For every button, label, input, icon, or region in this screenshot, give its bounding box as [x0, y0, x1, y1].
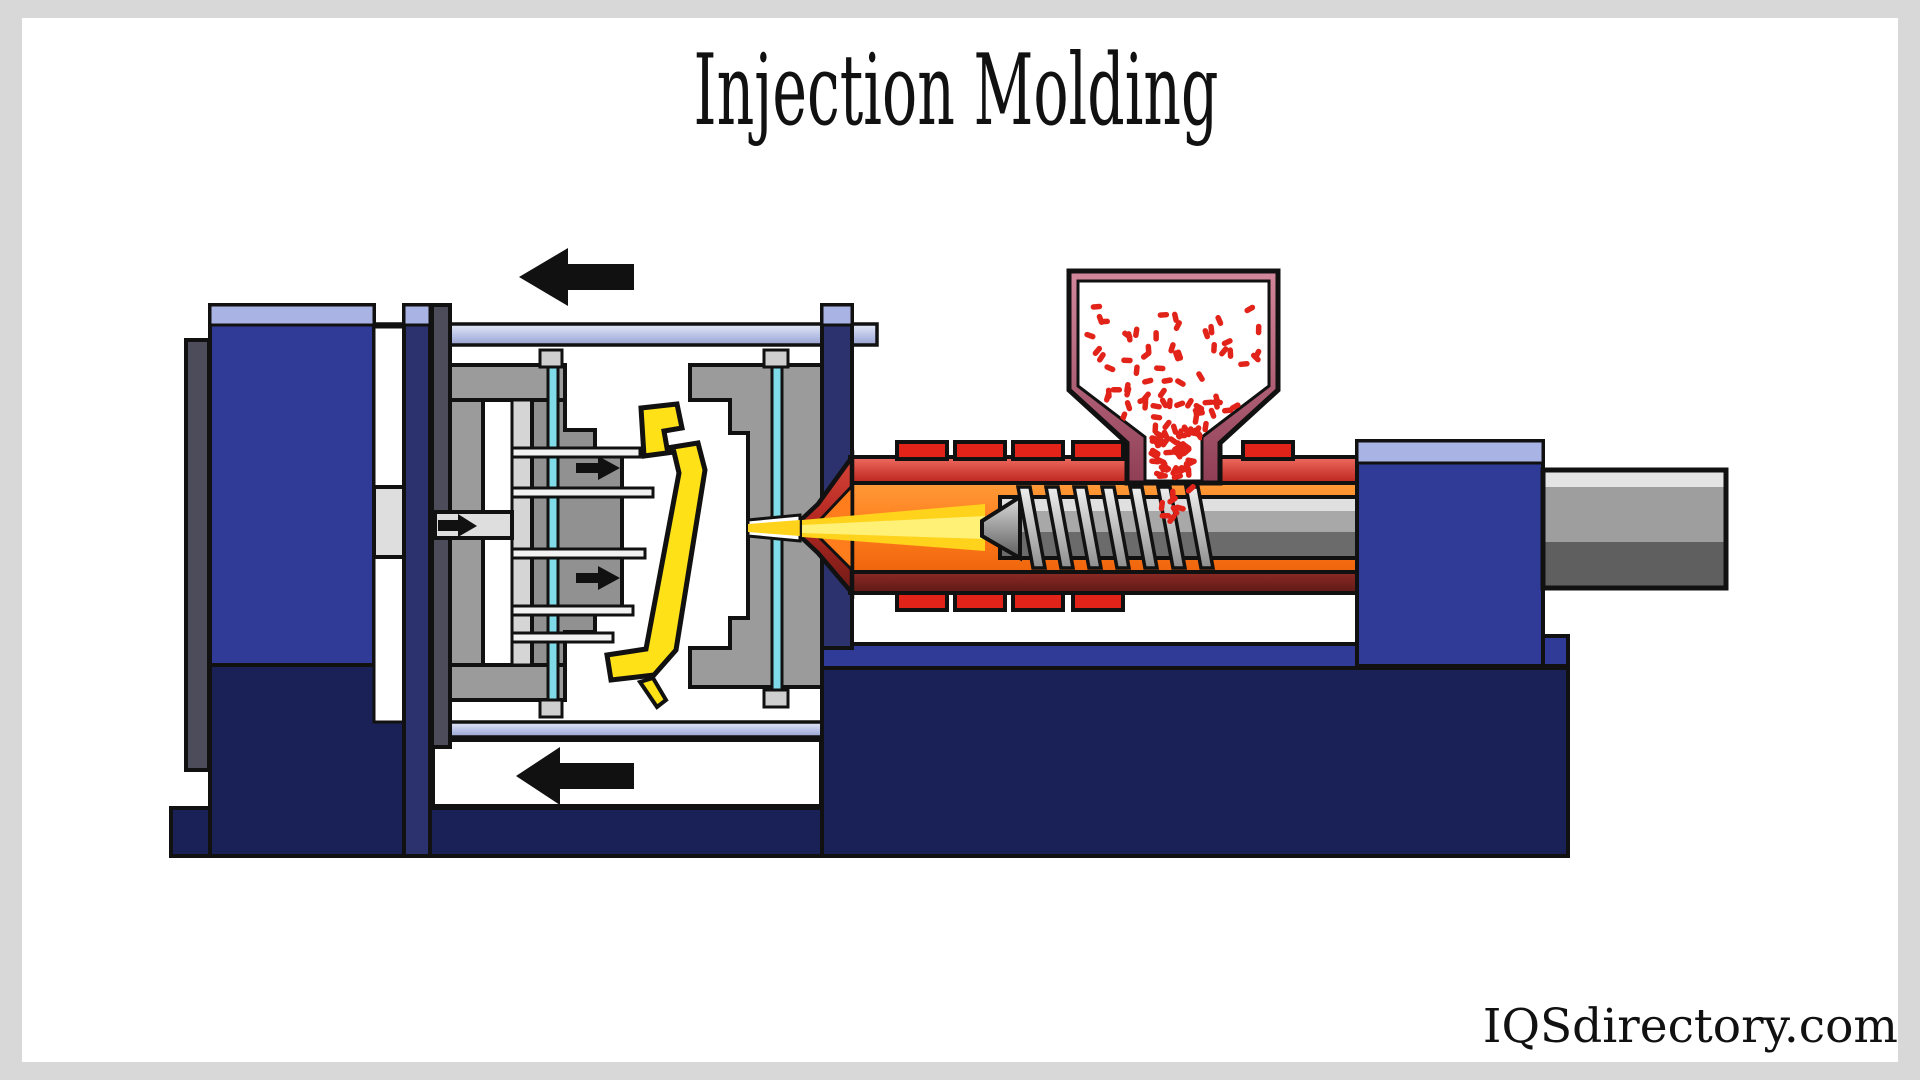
heater-bands — [895, 440, 1295, 612]
molded-part — [604, 401, 708, 710]
moving-platen — [402, 303, 432, 858]
drive-cylinder-mid — [1543, 487, 1726, 542]
molded-part-body — [604, 401, 708, 683]
watermark: IQSdirectory.com — [1483, 999, 1898, 1054]
ejector-plate — [510, 398, 534, 667]
screw-flight — [1099, 485, 1132, 570]
screw-flights — [1015, 485, 1216, 570]
mold-top-arm — [448, 363, 567, 402]
clamp-cylinder-block — [208, 303, 376, 667]
rear-support-bar — [184, 338, 211, 772]
ejection-arrows — [438, 456, 620, 590]
melt-stream-core — [802, 516, 985, 539]
drive-cylinder-dark — [1543, 542, 1726, 588]
fixed-mold-half — [688, 348, 824, 709]
core-arrow-bottom-icon — [576, 573, 598, 583]
clamp-piston — [372, 485, 406, 559]
base-right-block — [820, 662, 1570, 858]
screw-flight — [1127, 485, 1160, 570]
bottom-arrow-icon — [516, 747, 634, 805]
screw-flight — [1043, 485, 1076, 570]
moving-platen-cap — [402, 303, 432, 327]
fixed-platen-cap — [820, 303, 854, 327]
screw-flight — [1071, 485, 1104, 570]
cooling-channel-moving — [546, 358, 560, 710]
injection-unit-drive — [1355, 439, 1729, 668]
injection-block-highlight — [1355, 439, 1545, 465]
screw-flight — [1155, 485, 1188, 570]
sprue-melt — [748, 520, 800, 536]
cooling-cap-bottom — [538, 698, 564, 719]
drive-cylinder-light — [1543, 470, 1726, 487]
cooling-cap-fixed-top — [762, 348, 790, 369]
plastic-pellets — [1084, 303, 1262, 481]
reciprocating-screw — [980, 485, 1362, 570]
molded-part-fragment — [636, 675, 669, 710]
core-arrow-top-icon — [576, 463, 598, 473]
ejector-pins — [510, 446, 655, 644]
page-title: Injection Molding — [694, 34, 1219, 148]
drive-cylinder-outline — [1540, 467, 1729, 591]
clamp-block-highlight — [208, 303, 376, 327]
pellet-stream — [1158, 484, 1196, 524]
cooling-cap-top — [538, 348, 564, 369]
injection-block — [1355, 439, 1545, 668]
barrel-bottom — [848, 570, 1359, 595]
clamping-unit — [184, 303, 452, 858]
hopper — [1066, 268, 1281, 524]
ejector-rod-arrow-icon — [438, 520, 458, 531]
cooling-cap-fixed-bottom — [762, 688, 790, 709]
screw-flight — [1015, 485, 1048, 570]
mold-bottom-arm — [448, 663, 567, 702]
screw-tip — [980, 493, 1022, 562]
top-arrow-icon — [519, 248, 634, 306]
